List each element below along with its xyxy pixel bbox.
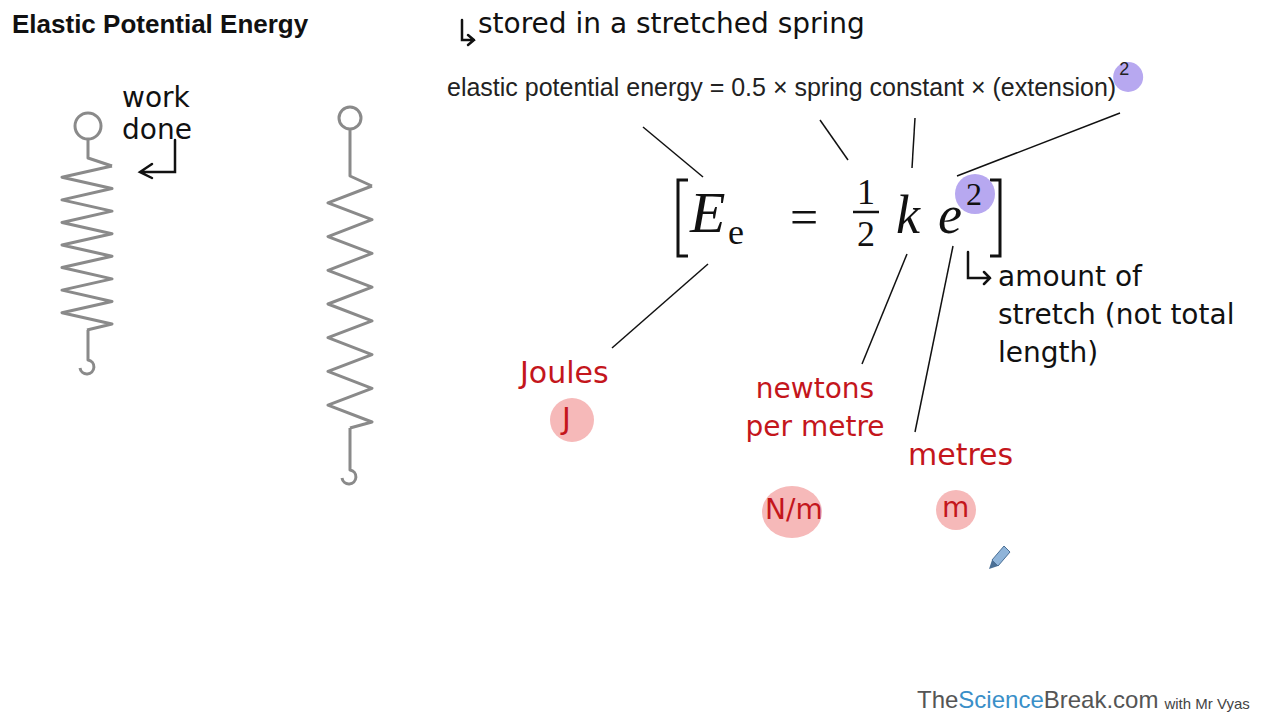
handwritten-note: stored in a stretched spring bbox=[478, 10, 865, 38]
left-spring bbox=[62, 113, 112, 374]
unit-name: metres bbox=[908, 440, 1013, 470]
fraction-number: 1 bbox=[857, 174, 875, 210]
hand-arrow bbox=[968, 252, 990, 284]
pencil-icon bbox=[989, 546, 1010, 569]
formula-symbol: E bbox=[690, 184, 725, 242]
fraction-number: 2 bbox=[857, 216, 875, 252]
spring-top bbox=[88, 139, 112, 166]
formula-equals: = bbox=[790, 192, 818, 242]
leader-line bbox=[862, 254, 907, 364]
hand-arrow bbox=[462, 20, 474, 45]
leader-line bbox=[957, 113, 1120, 176]
formula-subscript: e bbox=[728, 214, 744, 250]
fraction-bar bbox=[853, 211, 879, 214]
leader-line bbox=[612, 264, 708, 348]
leader-line bbox=[820, 120, 848, 160]
watermark: The bbox=[917, 688, 958, 712]
page-title: Elastic Potential Energy bbox=[12, 9, 308, 40]
right-spring bbox=[328, 107, 372, 484]
spring-ring bbox=[339, 107, 361, 129]
handwritten-note: amount of stretch (not total length) bbox=[998, 258, 1238, 372]
highlight bbox=[550, 398, 594, 442]
superscript: 2 bbox=[1119, 60, 1129, 78]
spring-ring bbox=[75, 113, 101, 139]
bracket bbox=[678, 180, 688, 256]
unit-symbol: N/m bbox=[765, 496, 823, 524]
unit-symbol: J bbox=[562, 404, 571, 434]
unit-name: Joules bbox=[520, 358, 609, 388]
spring-hook bbox=[80, 330, 94, 374]
spring-hook bbox=[342, 428, 356, 484]
leader-line bbox=[643, 127, 703, 177]
watermark: with Mr Vyas bbox=[1164, 696, 1249, 711]
watermark: Science bbox=[958, 688, 1043, 712]
spring-top bbox=[350, 129, 372, 186]
spring-coil bbox=[62, 166, 112, 330]
leader-line bbox=[915, 246, 953, 432]
superscript: 2 bbox=[966, 178, 982, 210]
formula-symbol: k bbox=[896, 188, 920, 242]
highlight bbox=[762, 486, 822, 538]
leader-line bbox=[912, 118, 915, 168]
unit-symbol: m bbox=[942, 494, 969, 522]
watermark: Break.com bbox=[1044, 688, 1159, 712]
handwritten-note: work done bbox=[122, 82, 232, 146]
word-equation: elastic potential energy = 0.5 × spring … bbox=[447, 75, 1116, 100]
formula-symbol: e bbox=[938, 188, 962, 242]
spring-coil bbox=[328, 186, 372, 428]
unit-name: newtons per metre bbox=[740, 370, 890, 446]
pencil-tip bbox=[989, 560, 998, 569]
highlight bbox=[936, 490, 976, 530]
